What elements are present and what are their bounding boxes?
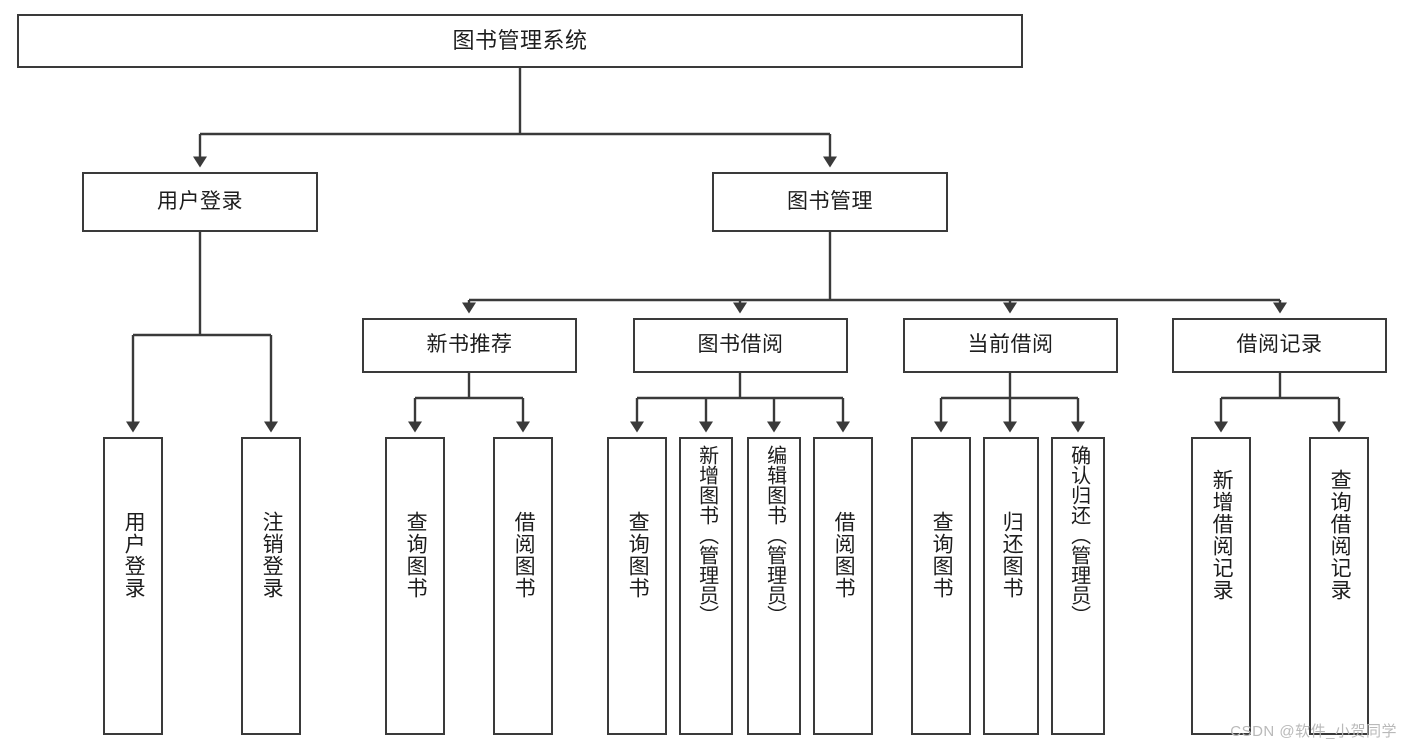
node-root[interactable]: 图书管理系统 [17,14,1023,68]
node-new-book-recommend-label: 新书推荐 [426,333,513,357]
node-leaf-query-book-2[interactable]: 查询图书 [607,437,667,735]
node-user-login[interactable]: 用户登录 [82,172,318,232]
node-borrow-record-label: 借阅记录 [1236,333,1323,357]
node-leaf-borrow-book-2-label: 借阅图书 [832,511,856,599]
node-book-borrow[interactable]: 图书借阅 [633,318,848,373]
node-leaf-logout-login[interactable]: 注销登录 [241,437,301,735]
node-leaf-query-book-3[interactable]: 查询图书 [911,437,971,735]
node-leaf-edit-book-label: 编辑图书（管理员） [763,445,786,625]
node-book-borrow-label: 图书借阅 [697,333,784,357]
node-leaf-borrow-book-1-label: 借阅图书 [512,511,536,599]
watermark-text: CSDN @软件_小贺同学 [1230,723,1397,740]
node-leaf-logout-login-label: 注销登录 [260,511,284,599]
node-leaf-query-book-2-label: 查询图书 [626,511,650,599]
node-user-login-label: 用户登录 [157,189,243,213]
node-current-borrow[interactable]: 当前借阅 [903,318,1118,373]
node-leaf-borrow-book-1[interactable]: 借阅图书 [493,437,553,735]
node-leaf-query-record[interactable]: 查询借阅记录 [1309,437,1369,735]
node-borrow-record[interactable]: 借阅记录 [1172,318,1387,373]
node-leaf-query-book-1-label: 查询图书 [404,511,428,599]
node-root-label: 图书管理系统 [452,28,588,54]
node-book-manage[interactable]: 图书管理 [712,172,948,232]
node-leaf-confirm-return[interactable]: 确认归还（管理员） [1051,437,1105,735]
node-leaf-borrow-book-2[interactable]: 借阅图书 [813,437,873,735]
node-leaf-user-login[interactable]: 用户登录 [103,437,163,735]
node-leaf-query-book-3-label: 查询图书 [930,511,954,599]
node-leaf-edit-book[interactable]: 编辑图书（管理员） [747,437,801,735]
node-current-borrow-label: 当前借阅 [967,333,1054,357]
node-leaf-query-record-label: 查询借阅记录 [1328,469,1352,601]
node-leaf-return-book[interactable]: 归还图书 [983,437,1039,735]
node-leaf-add-book[interactable]: 新增图书（管理员） [679,437,733,735]
node-leaf-add-book-label: 新增图书（管理员） [695,445,718,625]
node-leaf-add-record-label: 新增借阅记录 [1210,469,1234,601]
node-leaf-confirm-return-label: 确认归还（管理员） [1067,445,1090,625]
node-leaf-query-book-1[interactable]: 查询图书 [385,437,445,735]
node-leaf-return-book-label: 归还图书 [1000,511,1024,599]
node-new-book-recommend[interactable]: 新书推荐 [362,318,577,373]
node-leaf-user-login-label: 用户登录 [122,511,146,599]
node-leaf-add-record[interactable]: 新增借阅记录 [1191,437,1251,735]
node-book-manage-label: 图书管理 [787,189,873,213]
